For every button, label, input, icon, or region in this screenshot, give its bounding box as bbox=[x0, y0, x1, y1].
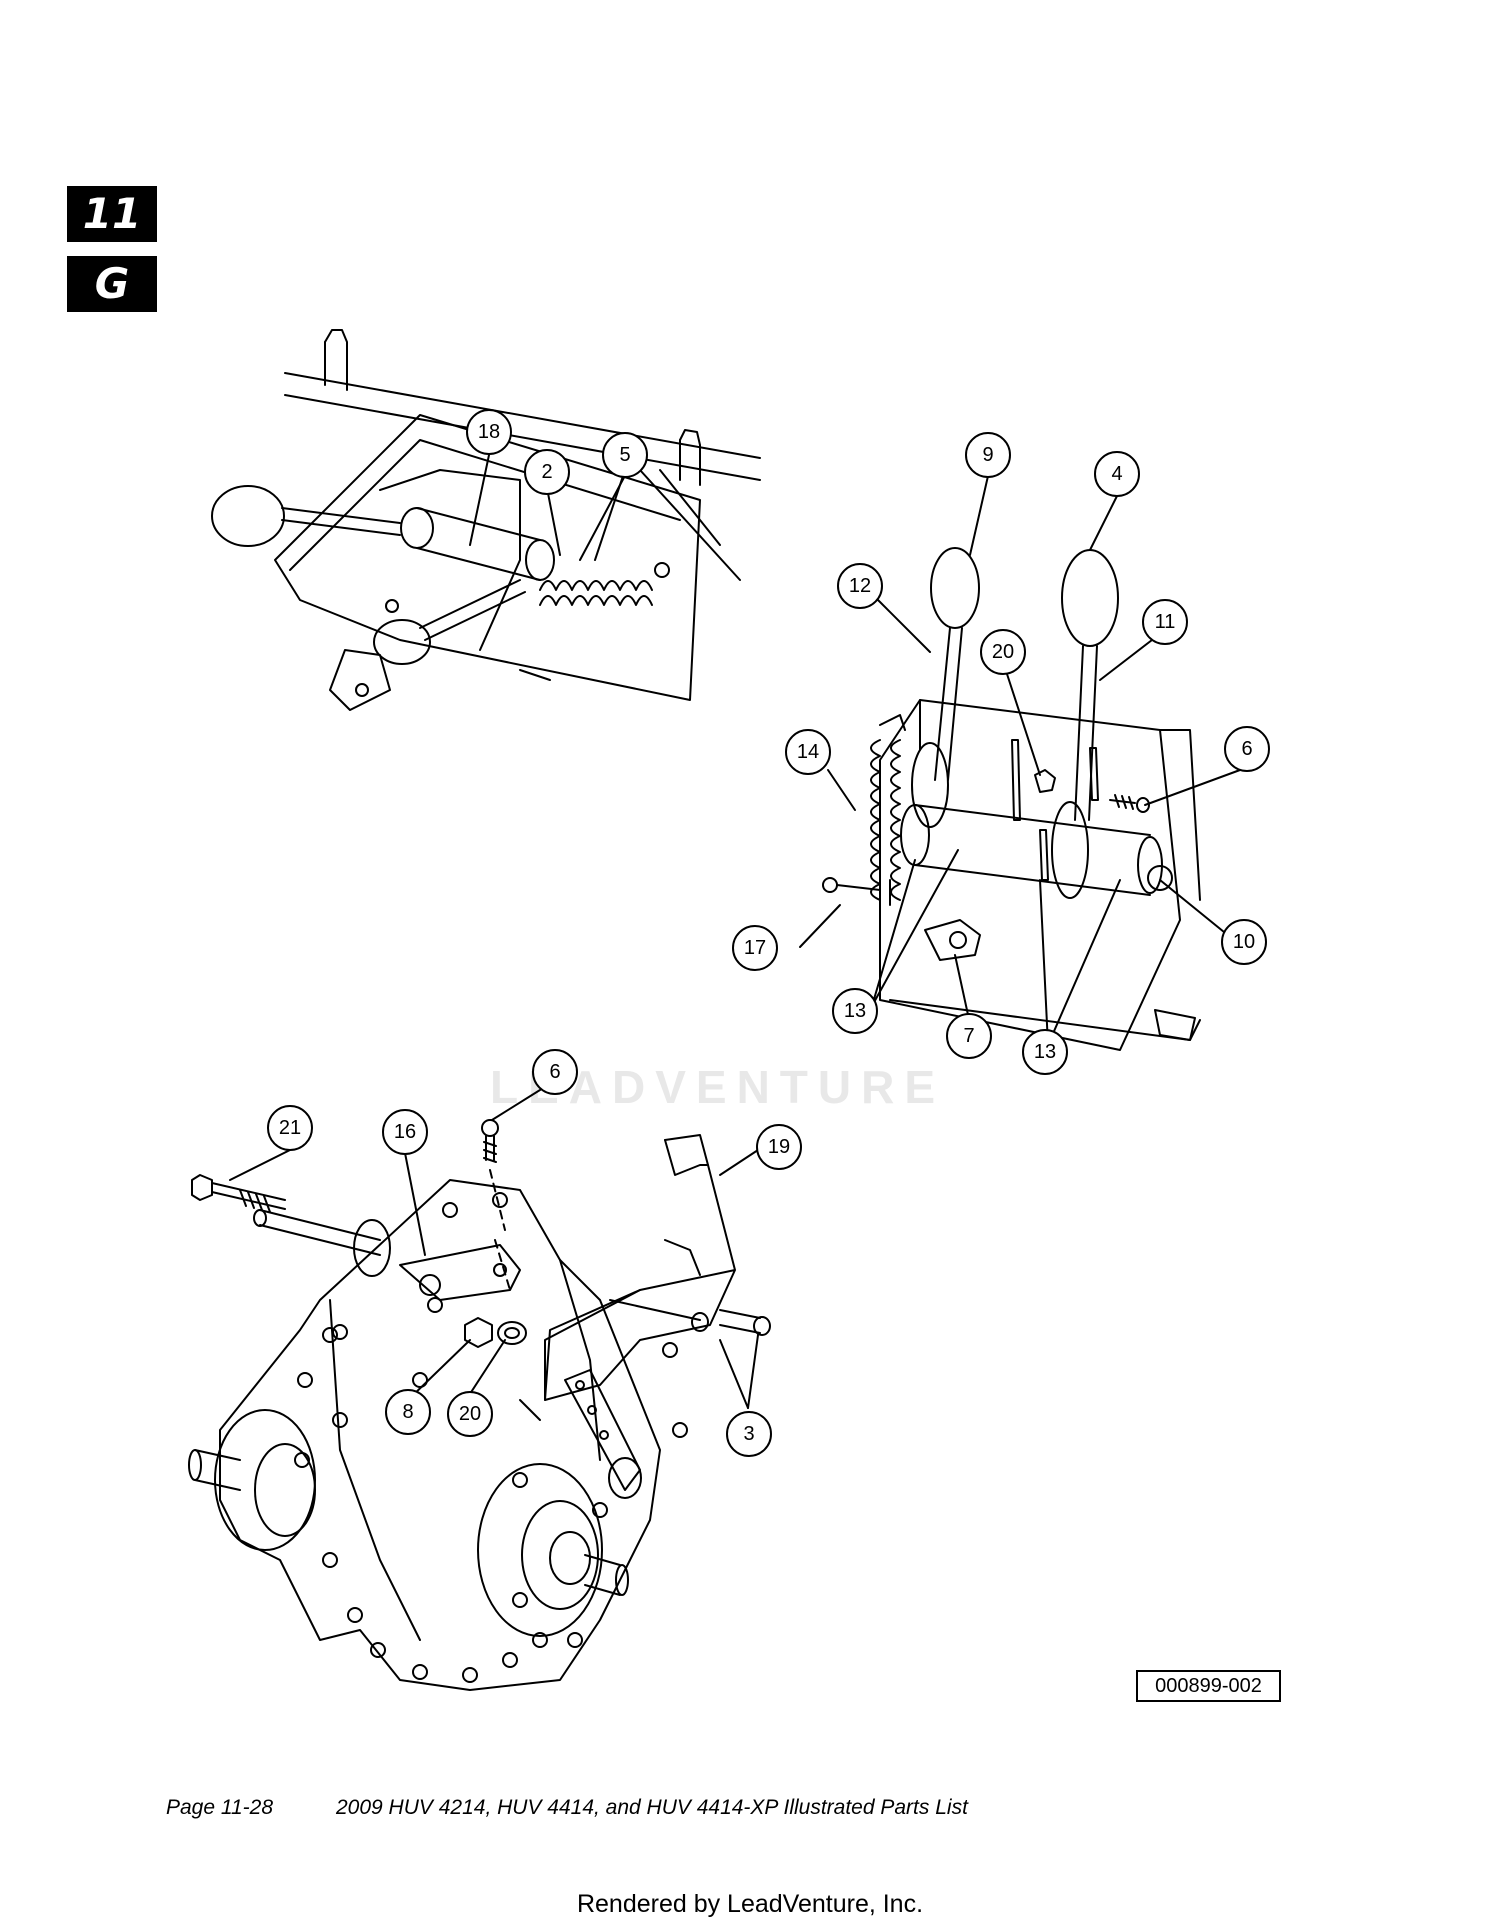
callout-circles bbox=[267, 409, 1270, 1457]
callout-12: 12 bbox=[849, 575, 871, 597]
callout-6-upper: 6 bbox=[1241, 738, 1252, 760]
bottom-transaxle-assembly bbox=[188, 1119, 771, 1691]
callout-8: 8 bbox=[402, 1401, 413, 1423]
callout-13-left: 13 bbox=[844, 1000, 866, 1022]
callout-13-right: 13 bbox=[1034, 1041, 1056, 1063]
callout-20-lower: 20 bbox=[459, 1403, 481, 1425]
callout-6-lower: 6 bbox=[549, 1061, 560, 1083]
callout-2: 2 bbox=[541, 461, 552, 483]
page-number: Page 11-28 bbox=[166, 1796, 274, 1819]
callout-19: 19 bbox=[768, 1136, 790, 1158]
callout-20-upper: 20 bbox=[992, 641, 1014, 663]
callout-10: 10 bbox=[1233, 931, 1255, 953]
right-dual-lever-assembly bbox=[822, 547, 1201, 1051]
callout-21: 21 bbox=[279, 1117, 301, 1139]
callout-14: 14 bbox=[797, 741, 819, 763]
document-title: 2009 HUV 4214, HUV 4414, and HUV 4414-XP… bbox=[336, 1796, 968, 1819]
callout-4: 4 bbox=[1111, 463, 1122, 485]
section-letter-tab: G bbox=[67, 256, 157, 312]
leader-lines bbox=[229, 454, 1241, 1409]
top-left-lever-assembly bbox=[211, 329, 761, 711]
figure-code-label: 000899-002 bbox=[1136, 1670, 1281, 1702]
rendered-by-credit: Rendered by LeadVenture, Inc. bbox=[576, 1890, 924, 1918]
callout-16: 16 bbox=[394, 1121, 416, 1143]
callout-18: 18 bbox=[478, 421, 500, 443]
callout-11: 11 bbox=[1155, 611, 1176, 633]
callout-9: 9 bbox=[982, 444, 993, 466]
callout-7: 7 bbox=[963, 1025, 974, 1047]
callout-numbers: 18 2 5 9 4 12 11 20 14 6 17 10 13 7 13 6… bbox=[279, 421, 1255, 1445]
chapter-tab: 11 bbox=[67, 186, 157, 242]
callout-3: 3 bbox=[743, 1423, 754, 1445]
callout-5: 5 bbox=[619, 444, 630, 466]
callout-17: 17 bbox=[744, 937, 766, 959]
